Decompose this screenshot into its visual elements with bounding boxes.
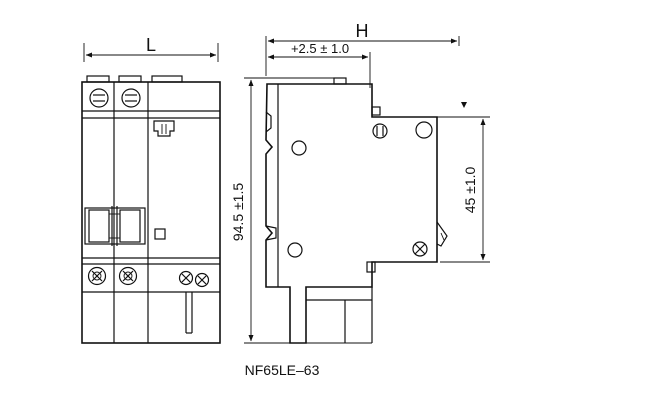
total-height-label: 94.5 ±1.5 (230, 183, 246, 241)
mounting-hole (415, 121, 433, 139)
offset-dimension: +2.5 ± 1.0 (267, 41, 371, 88)
test-button (153, 120, 175, 137)
width-label: L (146, 35, 156, 55)
total-height-dimension: 94.5 ±1.5 (230, 77, 372, 344)
front-height-dimension: 45 ±1.0 (435, 102, 490, 263)
depth-dimension: H (265, 21, 460, 76)
side-screw-top (371, 106, 388, 139)
terminal-screw-bottom-3 (178, 270, 194, 286)
indicator-window (154, 228, 166, 240)
toggle-handle (84, 206, 146, 246)
model-caption: NF65LE–63 (245, 362, 320, 378)
offset-label: +2.5 ± 1.0 (291, 41, 349, 56)
terminal-screw-bottom-4 (194, 272, 210, 288)
terminal-screw-bottom-2 (118, 266, 138, 286)
terminal-screw-top-2 (121, 88, 141, 108)
depth-label: H (356, 21, 369, 41)
width-dimension: L (83, 35, 219, 62)
front-view: L (81, 35, 221, 344)
side-view: H +2.5 ± 1.0 94.5 ±1.5 45 ±1.0 (230, 21, 490, 344)
mounting-hole (291, 140, 307, 156)
mounting-hole (287, 242, 303, 258)
terminal-screw-bottom-1 (87, 266, 107, 286)
terminal-screw-top-1 (89, 88, 109, 108)
side-screw-bottom (412, 221, 448, 257)
front-height-label: 45 ±1.0 (462, 166, 478, 213)
